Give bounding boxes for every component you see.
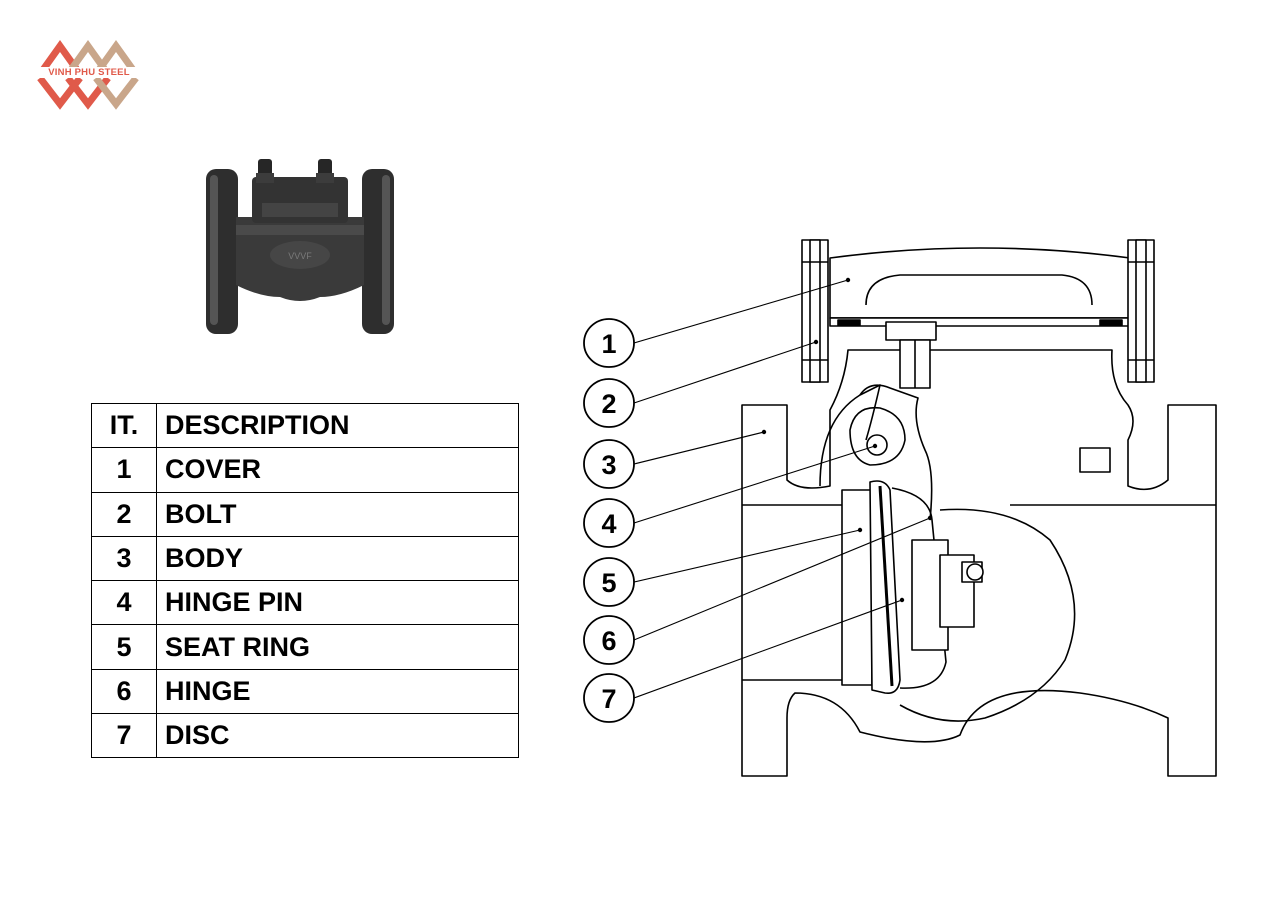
item-number: 7 [91, 713, 157, 759]
table-row: 7 DISC [91, 713, 519, 759]
parts-table: IT. DESCRIPTION 1 COVER 2 BOLT 3 BODY 4 … [91, 402, 519, 759]
valve-cross-section-diagram: 1 2 3 4 5 6 7 [583, 239, 1217, 777]
item-description: SEAT RING [156, 624, 519, 670]
callout-number: 5 [601, 568, 616, 598]
item-description: COVER [156, 447, 519, 493]
leader-lines [633, 279, 931, 699]
callout-3: 3 [583, 439, 635, 489]
item-description: DISC [156, 713, 519, 759]
callout-6: 6 [583, 615, 635, 665]
callout-5: 5 [583, 557, 635, 607]
item-description: HINGE PIN [156, 580, 519, 626]
table-row: 4 HINGE PIN [91, 580, 519, 626]
header-it: IT. [91, 402, 157, 449]
item-number: 3 [91, 535, 157, 582]
callout-number: 7 [601, 684, 616, 714]
company-logo: VINH PHU STEEL [34, 38, 144, 110]
table-row: 2 BOLT [91, 491, 519, 537]
callout-number: 2 [601, 389, 616, 419]
callout-7: 7 [583, 673, 635, 723]
item-number: 4 [91, 580, 157, 626]
check-valve-photo: VVVF [206, 159, 394, 334]
right-bolt [1127, 239, 1155, 383]
item-description: HINGE [156, 668, 519, 715]
svg-text:VVVF: VVVF [288, 251, 312, 261]
item-number: 1 [91, 447, 157, 493]
item-number: 5 [91, 624, 157, 670]
header-description: DESCRIPTION [156, 402, 519, 449]
table-row: 1 COVER [91, 447, 519, 493]
table-row: 6 HINGE [91, 668, 519, 715]
table-row: 3 BODY [91, 535, 519, 582]
logo-text: VINH PHU STEEL [36, 67, 142, 78]
left-bolt [801, 239, 829, 383]
callout-4: 4 [583, 498, 635, 548]
item-number: 6 [91, 668, 157, 715]
callout-number: 1 [601, 329, 616, 359]
valve-body-outline [741, 349, 1217, 777]
item-description: BODY [156, 535, 519, 582]
hinge-pin [866, 434, 888, 456]
callout-number: 6 [601, 626, 616, 656]
callout-number: 3 [601, 450, 616, 480]
item-description: BOLT [156, 491, 519, 537]
callout-2: 2 [583, 378, 635, 428]
table-header-row: IT. DESCRIPTION [91, 402, 519, 449]
item-number: 2 [91, 491, 157, 537]
table-row: 5 SEAT RING [91, 624, 519, 670]
logo-mark-icon [37, 39, 139, 110]
callout-number: 4 [601, 509, 616, 539]
callout-1: 1 [583, 318, 635, 368]
